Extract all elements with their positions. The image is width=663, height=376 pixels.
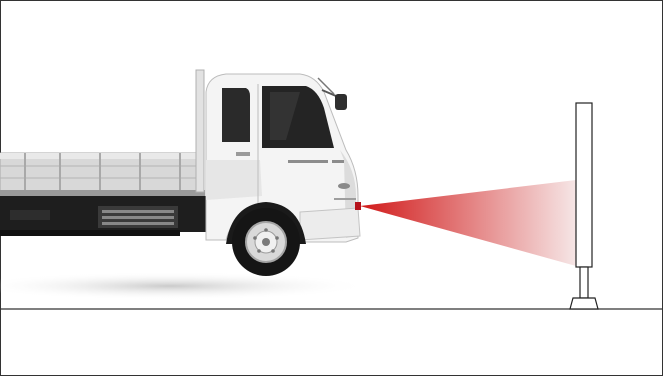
door-handle	[236, 152, 250, 156]
cab-shading	[206, 160, 262, 200]
post-column	[576, 103, 592, 267]
truck-shadow	[0, 272, 370, 300]
cab-badge	[288, 160, 328, 163]
front-wheel	[232, 208, 300, 276]
truck	[0, 70, 361, 276]
front-logo	[338, 183, 350, 189]
post-base	[570, 298, 598, 309]
front-bumper	[300, 208, 360, 240]
sensor-beam	[360, 180, 576, 266]
truck-tray	[0, 153, 205, 196]
truck-chassis	[0, 196, 230, 236]
headboard	[196, 70, 204, 192]
door-window	[222, 88, 250, 142]
front-sensor	[355, 202, 361, 210]
post-neck	[580, 267, 588, 298]
